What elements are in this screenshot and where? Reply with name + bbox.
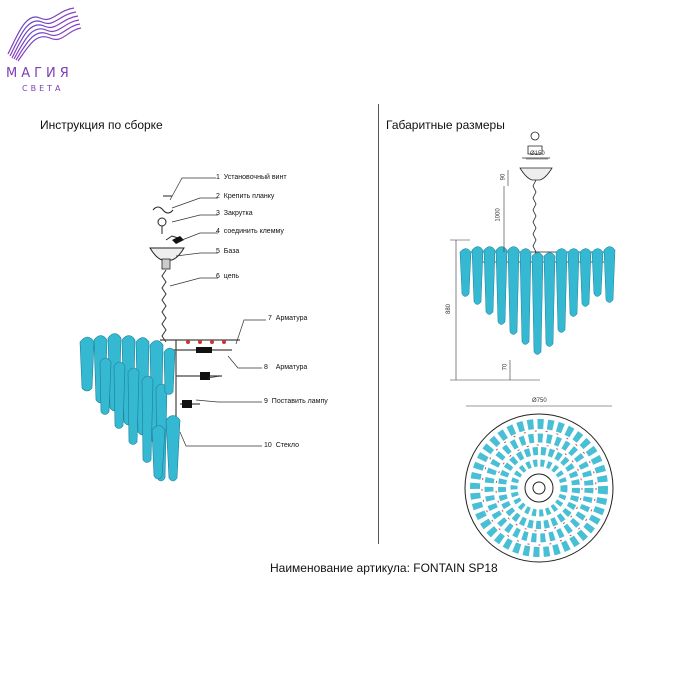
dimension-lines: [450, 158, 612, 407]
callout-2: 2 Крепить планку: [216, 193, 275, 200]
callout-3: 3 Закрутка: [216, 210, 253, 217]
lamp-sockets: [186, 340, 226, 344]
callout-9: 9 Поставить лампу: [264, 398, 328, 405]
canopy-height-label: 90: [500, 173, 507, 181]
canopy-base: [149, 247, 185, 261]
top-view: [464, 413, 614, 563]
brand-logo: МАГИЯ СВЕТА: [4, 4, 84, 96]
assembly-heading: Инструкция по сборке: [40, 118, 163, 132]
side-canopy: [519, 167, 553, 181]
callout-5: 5 База: [216, 248, 240, 255]
section-divider: [378, 104, 379, 544]
brand-name: МАГИЯ: [6, 66, 73, 81]
diameter-label: Ø750: [532, 398, 547, 404]
side-chain: [532, 179, 537, 265]
callout-10: 10 Стекло: [264, 442, 299, 449]
leader-lines: [169, 177, 266, 447]
callout-7: 7 Арматура: [268, 315, 308, 322]
side-glass-drops: [459, 246, 616, 355]
callout-8: 8 Арматура: [264, 364, 308, 371]
glass-drops: [79, 333, 181, 482]
chain-length-label: 1000: [495, 208, 502, 222]
chain-part: [161, 269, 167, 343]
total-height-label: 880: [446, 303, 453, 315]
article-caption: Наименование артикула: FONTAIN SP18: [270, 561, 498, 575]
canopy-diameter-label: Ø150: [530, 151, 545, 157]
ceiling-hook: [530, 131, 540, 141]
brand-tagline: СВЕТА: [22, 84, 64, 93]
dimensions-heading: Габаритные размеры: [386, 118, 505, 132]
bracket-part: [152, 206, 174, 214]
callout-6: 6 цепь: [216, 273, 240, 280]
logo-wave-icon: [7, 7, 82, 62]
bottom-offset-label: 70: [502, 363, 509, 371]
callout-4: 4 соединить клемму: [216, 228, 284, 235]
terminal-part: [172, 236, 184, 244]
callout-1: 1 Установочный винт: [216, 174, 287, 181]
